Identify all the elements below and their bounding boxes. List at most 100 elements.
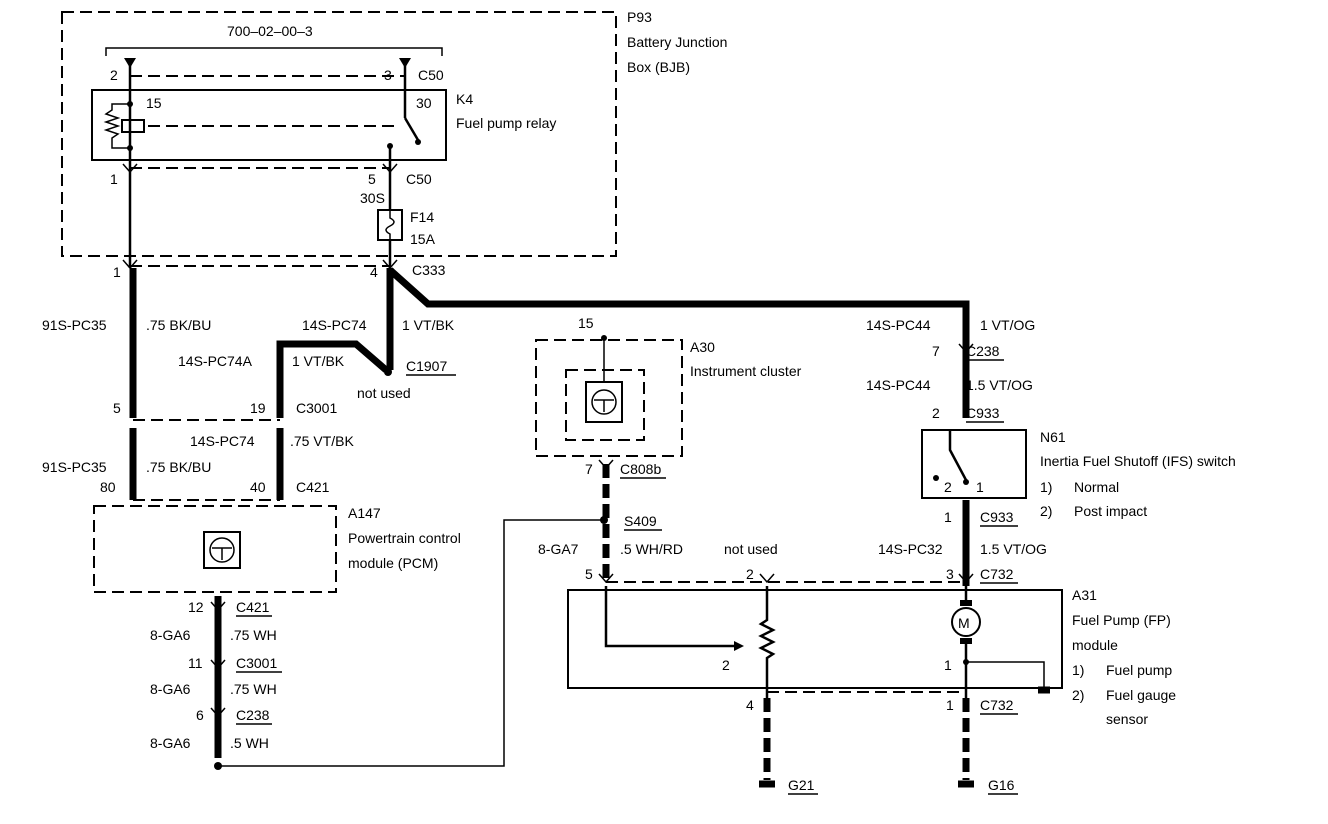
- relay-switch-contact: [403, 117, 420, 141]
- connector-c808b: C808b: [620, 461, 661, 477]
- wire-14s-pc74a: [276, 340, 389, 418]
- cluster-id: A30: [690, 339, 715, 355]
- relay-name: Fuel pump relay: [456, 115, 556, 131]
- fp-module-name-line1: Fuel Pump (FP): [1072, 612, 1171, 628]
- pcm-housing: [93, 505, 337, 593]
- pin-c421-80: 80: [100, 479, 116, 495]
- wire-label-pc74-b: 14S-PC74: [190, 433, 255, 449]
- connector-c50-bottom: C50: [406, 171, 432, 187]
- wire-spec-pc44-a: 1 VT/OG: [980, 317, 1035, 333]
- cluster-pin-15: 15: [578, 315, 594, 331]
- connector-c421-b: C421: [236, 599, 270, 615]
- relay-coil-resistor: [103, 103, 130, 149]
- pump-connector-bottom: [960, 638, 972, 644]
- pin-c333-1: 1: [113, 264, 121, 280]
- connector-c238-b: C238: [966, 343, 1000, 359]
- fp-pin-1: 1: [944, 657, 952, 673]
- ifs-switch-contact-1: [963, 479, 969, 485]
- ifs-state2-num: 2): [1040, 503, 1052, 519]
- splice-c1907: [384, 368, 392, 376]
- cluster-pin-node: [601, 335, 607, 341]
- c808b-arrow: [598, 459, 614, 470]
- cluster-name: Instrument cluster: [690, 363, 802, 379]
- pin-c3001-11: 11: [188, 655, 203, 671]
- c421-arrow: [210, 601, 226, 612]
- wire-spec-ga6-a: .75 WH: [230, 627, 277, 643]
- relay-body: [91, 89, 447, 161]
- ifs-switch-body: [921, 429, 1027, 499]
- wire-spec-pc35-b: .75 BK/BU: [146, 459, 211, 475]
- note-not-used-1: not used: [357, 385, 411, 401]
- c732-arrow-2: [759, 573, 775, 584]
- relay-pin-15: 15: [146, 95, 162, 111]
- switch-pivot: [415, 139, 421, 145]
- pin-c732-2: 2: [746, 566, 754, 582]
- ifs-state2: Post impact: [1074, 503, 1147, 519]
- cluster-housing: [535, 339, 683, 457]
- pin-c933-1: 1: [944, 509, 952, 525]
- bjb-id: P93: [627, 9, 652, 25]
- c238-arrow: [210, 707, 226, 718]
- c3001-arrow: [210, 659, 226, 670]
- connector-c50-top: C50: [418, 67, 444, 83]
- fp-module-name-line2: module: [1072, 637, 1118, 653]
- fp-item2-line2: sensor: [1106, 711, 1148, 727]
- ifs-switch-input: [948, 430, 968, 481]
- pin-c333-4: 4: [370, 264, 378, 280]
- ground-g16: G16: [988, 777, 1015, 793]
- fp-pin-2: 2: [722, 657, 730, 673]
- pcm-name-line1: Powertrain control: [348, 530, 461, 546]
- connector-c933-a: C933: [966, 405, 1000, 421]
- fuel-pump-motor: [951, 607, 981, 637]
- ifs-switch-contact-2: [933, 475, 939, 481]
- wire-label-pc44-b: 14S-PC44: [866, 377, 931, 393]
- relay-pin-1: 1: [110, 171, 118, 187]
- connector-c3001-b: C3001: [236, 655, 277, 671]
- reference-number: 700–02–00–3: [227, 23, 313, 39]
- connector-c333: C333: [412, 262, 446, 278]
- wire-spec-pc35-a: .75 BK/BU: [146, 317, 211, 333]
- relay-id: K4: [456, 91, 473, 107]
- reference-bracket: [105, 47, 443, 56]
- pin-c3001-5: 5: [113, 400, 121, 416]
- ifs-id: N61: [1040, 429, 1066, 445]
- pcm-symbol-detail: [212, 547, 232, 560]
- fuel-gauge-sensor: [758, 586, 776, 698]
- fp-module-id: A31: [1072, 587, 1097, 603]
- relay-pin-2: 2: [110, 67, 118, 83]
- wire-spec-ga6-b: .75 WH: [230, 681, 277, 697]
- connector-c732-top: C732: [980, 566, 1014, 582]
- wire-spec-ga6-c: .5 WH: [230, 735, 269, 751]
- fp-item1-num: 1): [1072, 662, 1084, 678]
- pcm-name-line2: module (PCM): [348, 555, 438, 571]
- wire-14s-pc44-trunk: [387, 267, 970, 418]
- fp-item2-line1: Fuel gauge: [1106, 687, 1176, 703]
- relay-pin-30: 30: [416, 95, 432, 111]
- wire-label-ga7: 8-GA7: [538, 541, 579, 557]
- relay-coil: [121, 119, 145, 133]
- wire-label-ga6-c: 8-GA6: [150, 735, 191, 751]
- connector-c3001-a: C3001: [296, 400, 337, 416]
- ground-g21: G21: [788, 777, 815, 793]
- cluster-symbol-box: [585, 381, 623, 423]
- pump-connector-top: [960, 600, 972, 606]
- pcm-symbol: [209, 537, 235, 563]
- ifs-name: Inertia Fuel Shutoff (IFS) switch: [1040, 453, 1236, 469]
- relay-pin-5: 5: [368, 171, 376, 187]
- fp-module-body: [567, 589, 1063, 689]
- fp-item2-num: 2): [1072, 687, 1084, 703]
- wire-spec-pc74a: 1 VT/BK: [292, 353, 345, 369]
- cluster-inner: [565, 369, 645, 441]
- wire-spec-pc74-a: 1 VT/BK: [402, 317, 455, 333]
- wire-ga6-return: [218, 519, 604, 767]
- splice-s409: [600, 516, 608, 524]
- pin-c933-2: 2: [932, 405, 940, 421]
- pin-c808b-7: 7: [585, 461, 593, 477]
- connector-c732-bottom: C732: [980, 697, 1014, 713]
- wire-label-pc74a: 14S-PC74A: [178, 353, 253, 369]
- wire-label-ga6-a: 8-GA6: [150, 627, 191, 643]
- fuel-pump-motor-symbol: M: [958, 615, 970, 631]
- fp-item1: Fuel pump: [1106, 662, 1172, 678]
- pin-c732-1: 1: [946, 697, 954, 713]
